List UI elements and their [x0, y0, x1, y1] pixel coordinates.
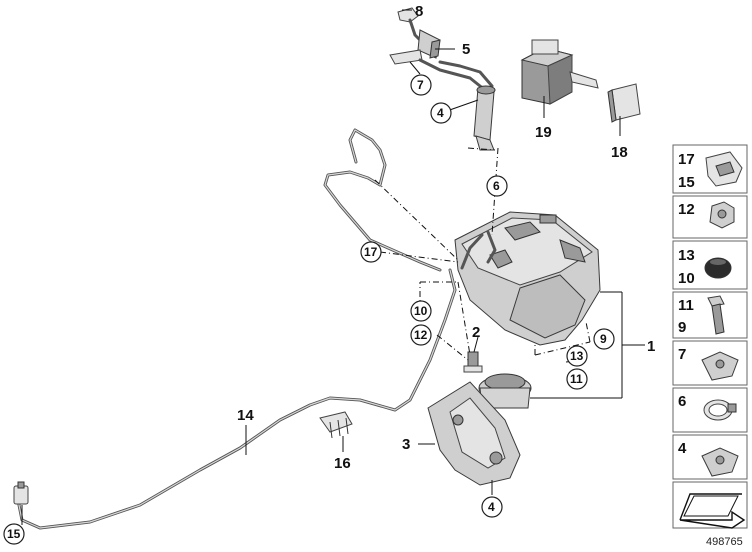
legend-label-7: 7	[678, 346, 686, 363]
callout-4-bottom: 4	[488, 500, 495, 514]
callout-13: 13	[570, 349, 584, 363]
callout-18: 18	[611, 144, 628, 161]
callout-3: 3	[402, 436, 410, 453]
callout-11: 11	[570, 372, 583, 386]
callout-5: 5	[462, 41, 470, 58]
module-19	[520, 39, 599, 105]
callout-16: 16	[334, 455, 351, 472]
callout-7: 7	[417, 78, 424, 92]
callout-2: 2	[472, 324, 480, 341]
callout-19: 19	[535, 124, 552, 141]
callout-12: 12	[414, 328, 428, 342]
flange	[478, 373, 532, 409]
legend-label-12: 12	[678, 201, 695, 218]
filler-assembly	[389, 7, 496, 151]
callout-9: 9	[600, 332, 607, 346]
callout-8: 8	[415, 3, 423, 20]
callout-4-top: 4	[437, 106, 444, 120]
vent-line-long	[16, 268, 457, 530]
legend-label-4: 4	[678, 440, 687, 457]
clip-16	[319, 411, 353, 439]
callout-6: 6	[493, 179, 500, 193]
legend-label-17: 17	[678, 151, 695, 168]
legend-label-10: 10	[678, 270, 695, 287]
legend-label-15: 15	[678, 174, 695, 191]
legend-row-12	[672, 195, 748, 239]
legend-panel: 17 15 12 13 10 11 9 7 6 4	[672, 144, 748, 529]
callout-15: 15	[7, 527, 21, 541]
callout-14: 14	[237, 407, 254, 424]
legend-label-13: 13	[678, 247, 695, 264]
bracket-3	[427, 381, 521, 486]
legend-label-9: 9	[678, 319, 686, 336]
pump-2	[463, 351, 483, 373]
control-unit-18	[607, 83, 641, 123]
vent-line-upper	[323, 128, 442, 272]
connector-15	[13, 481, 29, 505]
legend-label-6: 6	[678, 393, 686, 410]
callout-17: 17	[364, 245, 378, 259]
callout-1: 1	[647, 338, 655, 355]
legend-label-11: 11	[678, 297, 694, 314]
reference-number: 498765	[706, 536, 743, 548]
callouts: 8 5 7 4 6 19 18 17 10 12 2 9 1 13 11 14 …	[3, 3, 655, 545]
fuel-tank	[454, 211, 601, 346]
callout-10: 10	[414, 304, 428, 318]
